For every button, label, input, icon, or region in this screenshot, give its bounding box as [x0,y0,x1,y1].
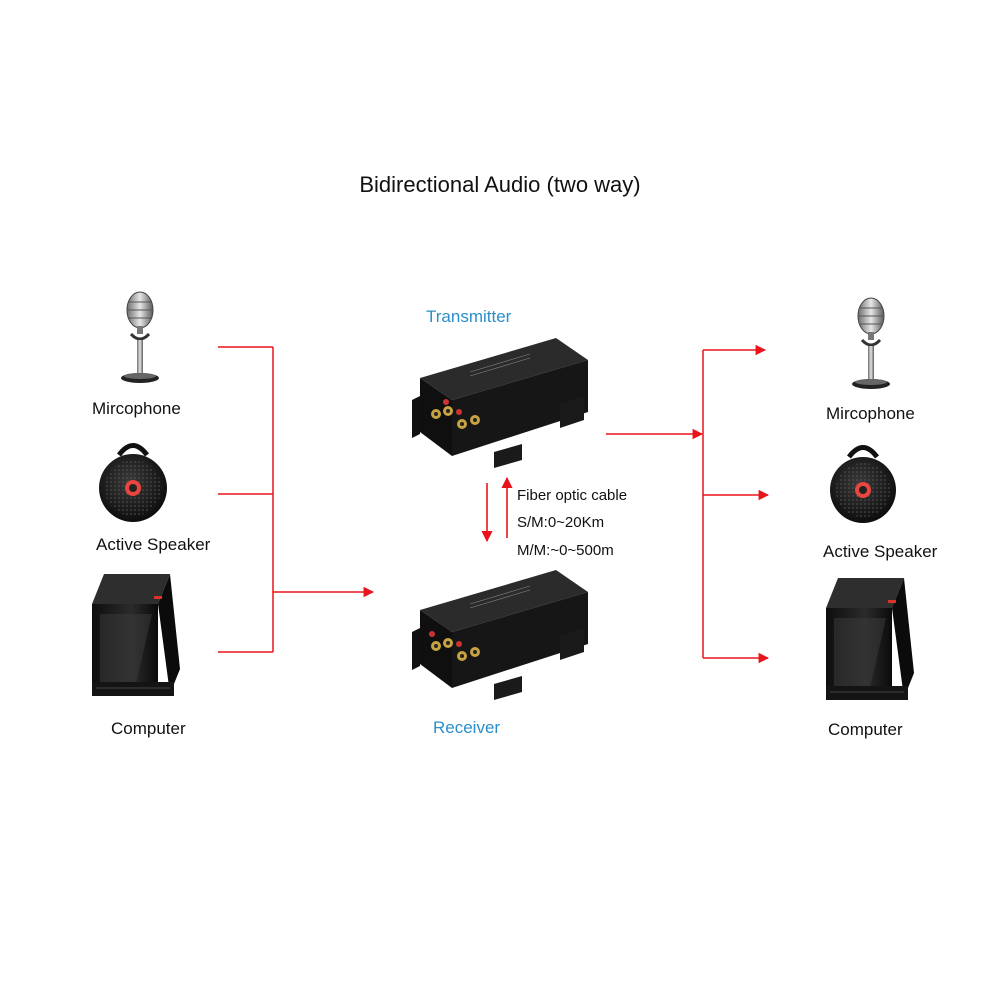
fiber-arrows [481,476,513,543]
speaker-icon [830,445,896,523]
right-speaker-label: Active Speaker [823,542,938,561]
left-microphone-label: Mircophone [92,399,181,418]
receiver-label: Receiver [433,718,501,737]
microphone-icon [852,297,890,389]
left-computer-label: Computer [111,719,186,738]
transmitter-device-icon [412,338,588,468]
left-speaker-label: Active Speaker [96,535,211,554]
transmitter-label: Transmitter [426,307,512,326]
right-computer-label: Computer [828,720,903,739]
computer-tower-icon [92,574,180,696]
multi-mode-distance: M/M:~0~500m [517,542,614,559]
cable-type-label: Fiber optic cable [517,487,628,504]
speaker-icon [99,443,167,522]
microphone-icon [121,291,159,383]
left-connector-lines [218,346,375,653]
right-connector-lines [606,344,770,664]
right-microphone-label: Mircophone [826,404,915,423]
computer-tower-icon [826,578,914,700]
single-mode-distance: S/M:0~20Km [517,514,605,531]
receiver-device-icon [412,570,588,700]
diagram-title: Bidirectional Audio (two way) [359,172,641,197]
